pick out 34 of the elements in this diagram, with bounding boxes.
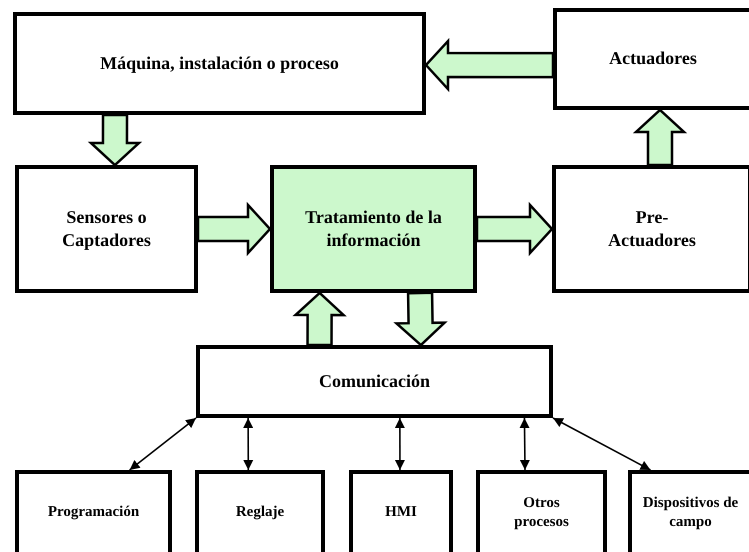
arrow: [129, 417, 196, 471]
process-box: [195, 470, 325, 552]
box-label: Otros procesos: [513, 494, 570, 532]
highlighted-process-box: [270, 165, 477, 293]
box-label: Dispositivos de campo: [642, 494, 740, 532]
process-box: [13, 12, 426, 115]
block-arrow: [393, 292, 448, 347]
block-arrow: [292, 291, 347, 346]
box-label: Máquina, instalación o proceso: [99, 52, 340, 75]
block-arrow: [476, 202, 554, 256]
arrow: [552, 417, 651, 471]
box-label: Pre- Actuadores: [607, 206, 697, 252]
block-arrow: [632, 108, 688, 166]
arrow: [243, 418, 254, 470]
process-box: [628, 470, 749, 552]
block-arrow: [88, 114, 142, 167]
box-label: Reglaje: [234, 503, 286, 522]
box-label: Programación: [46, 503, 140, 522]
process-box: [349, 470, 453, 552]
process-box: [15, 470, 172, 552]
box-label: Sensores o Captadores: [61, 206, 152, 252]
process-box: [553, 8, 749, 110]
arrow: [394, 418, 405, 470]
process-box: [476, 470, 607, 552]
box-label: Actuadores: [608, 47, 698, 70]
process-box: [196, 345, 553, 418]
process-box: [15, 165, 198, 293]
process-box: [552, 165, 749, 293]
box-label: Tratamiento de la información: [304, 206, 443, 252]
block-arrow: [196, 202, 272, 256]
arrow: [520, 418, 530, 470]
block-arrow: [424, 38, 554, 92]
box-label: HMI: [384, 503, 418, 522]
box-label: Comunicación: [318, 370, 431, 393]
